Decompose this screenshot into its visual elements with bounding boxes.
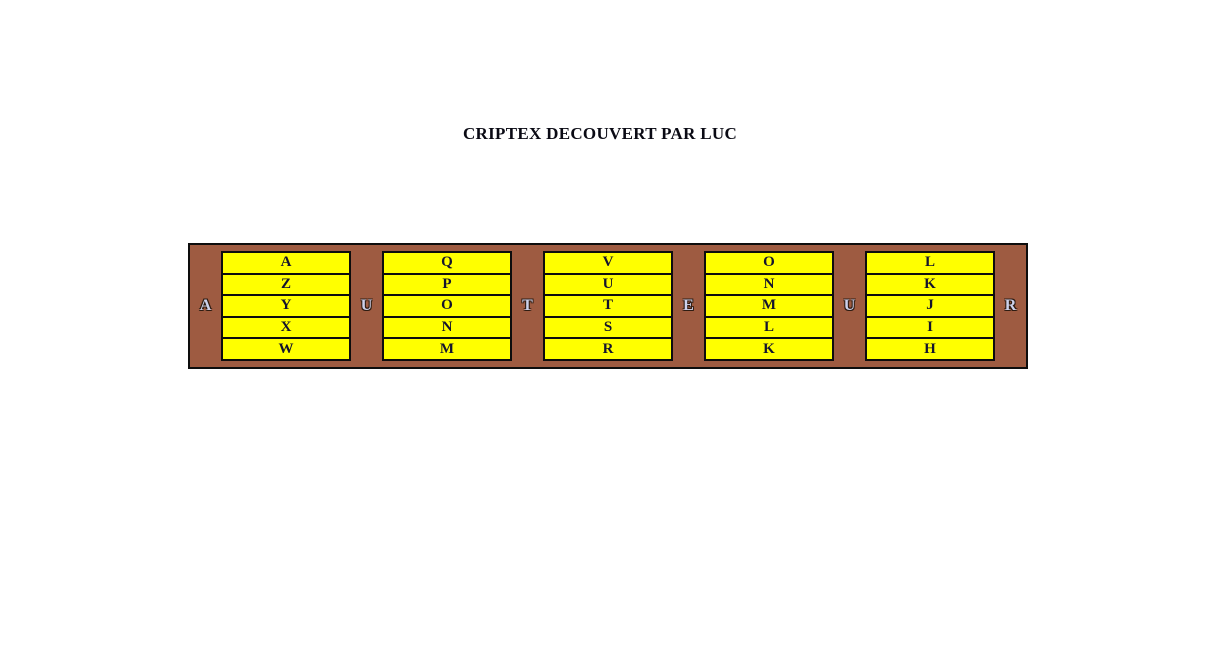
wheel-4-cell[interactable]: N [706,274,832,297]
rail-letter-r: R [1004,297,1017,314]
wheel-2-cell[interactable]: M [384,339,510,359]
cryptex-body: A A Z Y X W U Q P O N M T V U T S R [188,243,1028,369]
wheel-5-cell-selected[interactable]: J [867,296,993,318]
cryptex-wheel-4: O N M L K [704,251,834,361]
wheel-4-cell[interactable]: O [706,253,832,275]
wheel-5-cell[interactable]: K [867,274,993,297]
rail-zone: T [512,298,543,314]
wheel-4-cell-selected[interactable]: M [706,296,832,318]
cryptex-wheel-3: V U T S R [543,251,673,361]
rail-zone: E [673,298,704,314]
wheel-1-cell-selected[interactable]: Y [223,296,349,318]
wheel-2-cell-selected[interactable]: O [384,296,510,318]
rail-zone: A [190,298,221,314]
rail-zone: U [834,298,865,314]
page-title: CRIPTEX DECOUVERT PAR LUC [462,124,738,143]
wheel-2-cell[interactable]: N [384,317,510,340]
wheel-5-cell[interactable]: I [867,317,993,340]
rail-letter-a: A [199,297,212,314]
wheel-3-cell[interactable]: S [545,317,671,340]
rail-letter-u1: U [360,297,373,314]
rail-letter-u2: U [843,297,856,314]
wheel-4-cell[interactable]: K [706,339,832,359]
wheel-5-cell[interactable]: H [867,339,993,359]
wheel-3-cell[interactable]: U [545,274,671,297]
wheel-1-cell[interactable]: Z [223,274,349,297]
cryptex-wheel-2: Q P O N M [382,251,512,361]
rail-zone: U [351,298,382,314]
rail-letter-e: E [683,297,694,314]
wheel-3-cell[interactable]: V [545,253,671,275]
cryptex-wheel-1: A Z Y X W [221,251,351,361]
rail-letter-t: T [522,297,533,314]
wheel-1-cell[interactable]: W [223,339,349,359]
cryptex-wheel-5: L K J I H [865,251,995,361]
wheel-3-cell-selected[interactable]: T [545,296,671,318]
rail-zone: R [995,298,1026,314]
wheel-2-cell[interactable]: Q [384,253,510,275]
wheel-4-cell[interactable]: L [706,317,832,340]
wheel-1-cell[interactable]: X [223,317,349,340]
wheel-2-cell[interactable]: P [384,274,510,297]
wheel-5-cell[interactable]: L [867,253,993,275]
wheel-1-cell[interactable]: A [223,253,349,275]
wheel-3-cell[interactable]: R [545,339,671,359]
